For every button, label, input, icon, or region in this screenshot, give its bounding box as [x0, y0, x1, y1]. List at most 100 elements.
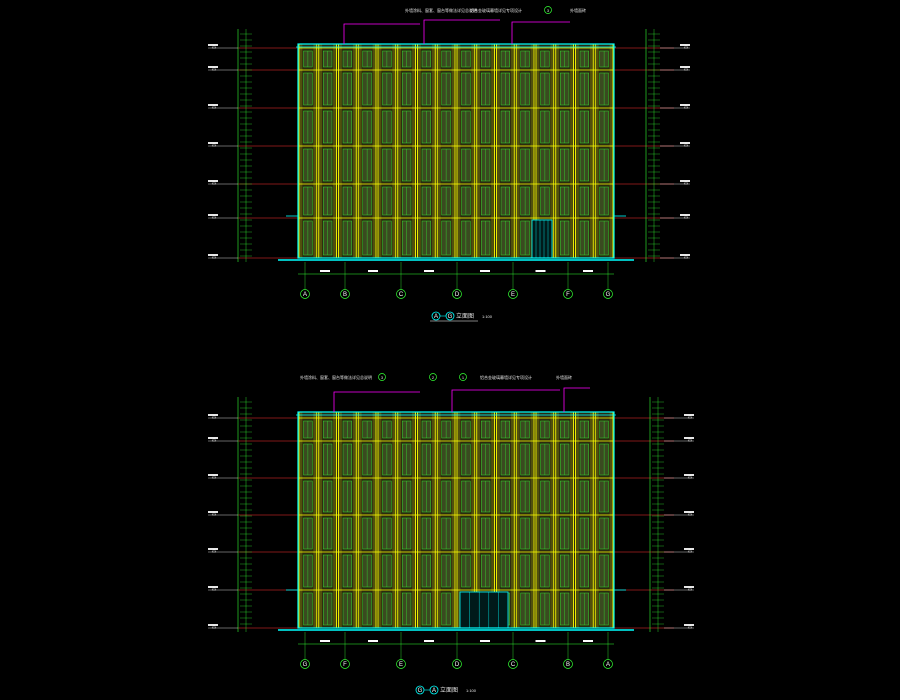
level-triangle: [687, 624, 693, 629]
axis-label: F: [343, 662, 347, 668]
axis-bubble: [452, 289, 462, 299]
facade-fin-band: [609, 412, 613, 628]
annotation-note: 外墙涂料、窗套、窗台等做法详见总说明: [300, 374, 372, 380]
axis-label: F: [566, 292, 570, 298]
detail-balloon-label: 3: [381, 375, 384, 380]
axis-label: C: [511, 662, 516, 668]
facade-fin-band: [609, 44, 613, 258]
dimension-value-mark: [535, 270, 546, 272]
facade-fin-band: [437, 44, 441, 258]
facade-fin-band: [339, 412, 342, 628]
facade-fin-band: [431, 44, 435, 258]
facade-fin-band: [451, 44, 455, 258]
dimension-value-mark: [480, 640, 490, 642]
level-value-mark: [208, 254, 218, 256]
lower-title: G A 立面图 1:100: [415, 685, 477, 695]
facade-fin-band: [412, 44, 415, 258]
facade-fin-band: [392, 412, 396, 628]
facade-fin-band: [595, 412, 599, 628]
axis-bubble: [340, 659, 350, 669]
dimension-value-mark: [368, 640, 378, 642]
facade-fin-band: [516, 44, 520, 258]
level-value-mark: [208, 586, 218, 588]
detail-balloon-label: 1: [462, 375, 465, 380]
axis-label: D: [455, 292, 460, 298]
level-triangle: [211, 511, 217, 516]
facade-outline: [297, 43, 615, 259]
dimension-value-mark: [424, 640, 434, 642]
level-triangle: [683, 142, 689, 147]
facade-fin-band: [319, 412, 323, 628]
level-triangle: [211, 254, 217, 259]
facade-fin-band: [412, 412, 415, 628]
level-triangle: [211, 414, 217, 419]
axis-bubble: [603, 659, 613, 669]
upper-title-from: A: [434, 314, 438, 320]
facade-fin-band: [471, 44, 475, 258]
annotation-leader: [451, 389, 560, 412]
facade-fin-band: [358, 412, 362, 628]
dimension-value-mark: [368, 270, 378, 272]
facade-fin-band: [457, 412, 461, 628]
facade-fin-band: [437, 412, 441, 628]
facade-fin-band: [299, 44, 303, 258]
level-triangle: [683, 254, 689, 259]
axis-label: B: [566, 662, 570, 668]
facade-fin-band: [398, 44, 402, 258]
axis-label: D: [455, 662, 460, 668]
axis-bubble: [300, 289, 310, 299]
annotation-leader: [423, 19, 500, 44]
level-triangle: [211, 142, 217, 147]
level-value-mark: [680, 254, 690, 256]
facade-fin-band: [516, 412, 520, 628]
facade-fin-band: [576, 44, 579, 258]
level-value-mark: [684, 624, 694, 626]
level-value-mark: [680, 44, 690, 46]
upper-title-text: 立面图: [456, 312, 474, 320]
facade-fin-band: [372, 412, 376, 628]
level-markers-left: [208, 397, 252, 632]
facade-fin-band: [570, 412, 573, 628]
axis-bubble: [396, 659, 406, 669]
facade-fin-band: [550, 44, 554, 258]
facade-fin-band: [313, 412, 317, 628]
axis-label: E: [399, 662, 403, 668]
facade-fin-band: [333, 44, 336, 258]
detail-balloon: [429, 373, 437, 381]
facade-fin-band: [589, 44, 593, 258]
level-triangle: [687, 586, 693, 591]
dimension-value-mark: [583, 640, 593, 642]
level-value-mark: [684, 511, 694, 513]
level-triangle: [211, 548, 217, 553]
facade-fin-band: [530, 412, 534, 628]
level-triangle: [211, 586, 217, 591]
level-value-mark: [208, 66, 218, 68]
facade-fin-band: [378, 412, 382, 628]
facade-fin-band: [339, 44, 342, 258]
facade-fin-band: [451, 412, 455, 628]
facade-fin-band: [536, 412, 540, 628]
facade-fin-band: [299, 412, 303, 628]
lower-title-from: G: [418, 688, 423, 694]
annotation-leader: [343, 23, 420, 44]
detail-balloon: [378, 373, 386, 381]
facade-fin-band: [556, 44, 560, 258]
level-triangle: [687, 548, 693, 553]
annotation-note: 外墙面砖: [556, 374, 572, 380]
facade-fin-band: [570, 44, 573, 258]
facade-fin-band: [352, 412, 356, 628]
detail-balloon-label: 2: [432, 375, 435, 380]
annotation-note: 外墙面砖: [570, 7, 586, 13]
level-triangle: [687, 511, 693, 516]
facade-fin-band: [477, 44, 481, 258]
axis-bubble: [508, 659, 518, 669]
axis-label: B: [343, 292, 347, 298]
lower-title-to: A: [432, 688, 436, 694]
level-triangle: [683, 180, 689, 185]
dimension-value-mark: [320, 270, 330, 272]
level-triangle: [687, 414, 693, 419]
annotation-note: 铝合金玻璃幕墙详见专项设计: [480, 374, 532, 380]
facade-fin-band: [313, 44, 317, 258]
level-triangle: [687, 437, 693, 442]
